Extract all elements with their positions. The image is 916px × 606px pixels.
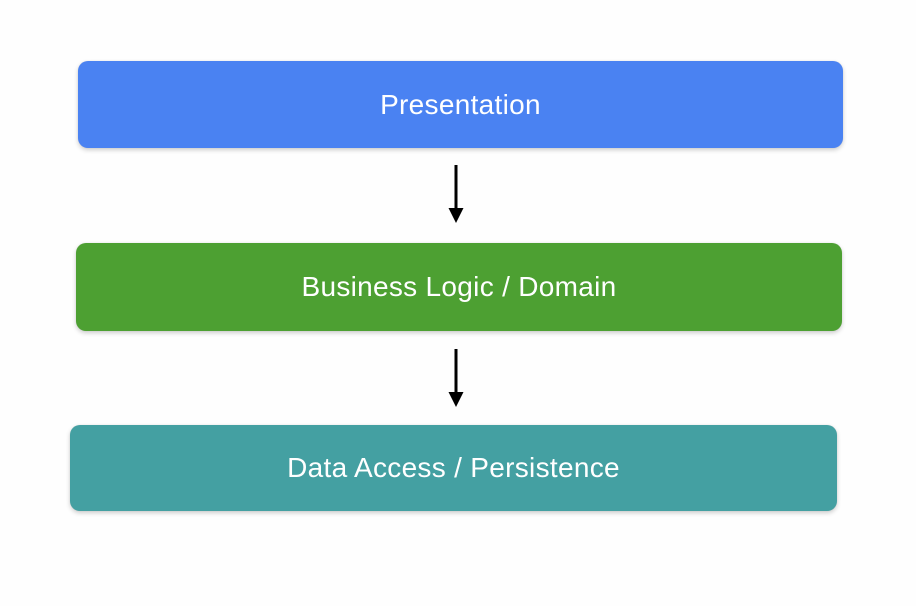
layer-business-logic-box: Business Logic / Domain: [76, 243, 842, 331]
layer-data-access-label: Data Access / Persistence: [287, 452, 620, 483]
layer-presentation-label: Presentation: [380, 88, 541, 120]
down-arrow-icon: [447, 165, 465, 223]
layer-data-access-box: Data Access / Persistence: [70, 425, 837, 511]
layer-business-logic-label: Business Logic / Domain: [301, 271, 617, 302]
down-arrow-icon: [447, 349, 465, 407]
layer-presentation-box: Presentation: [78, 61, 843, 148]
